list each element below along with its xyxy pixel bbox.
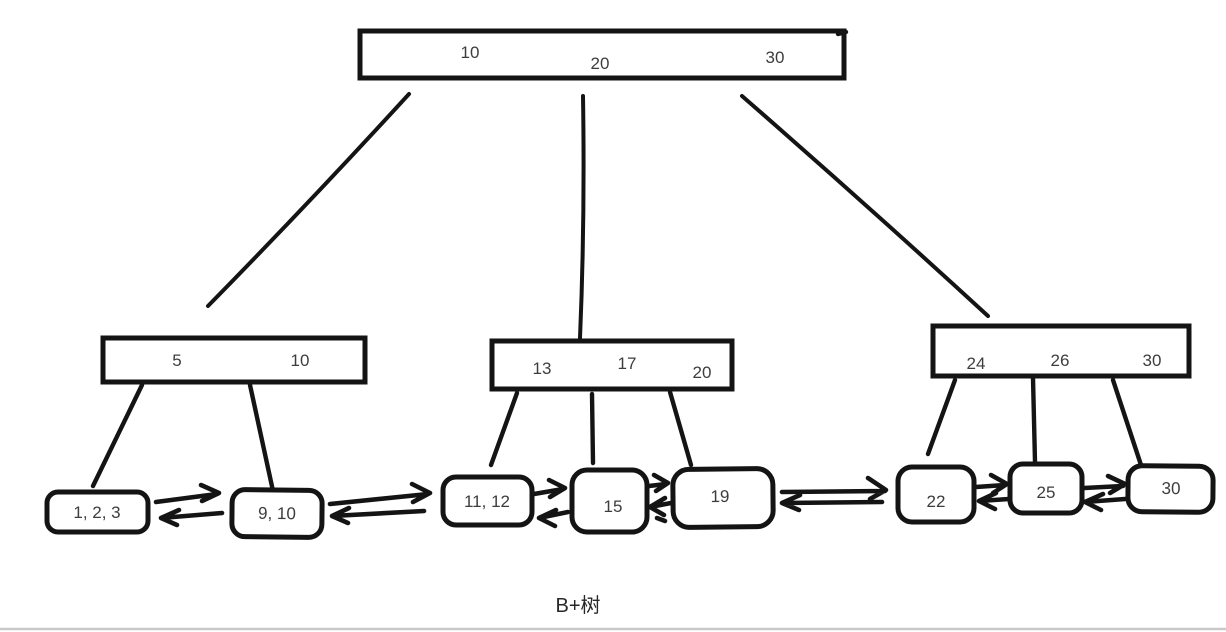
leaf-box (1125, 463, 1216, 515)
internal-edges (90, 375, 1144, 494)
diagram-caption: B+树 (555, 594, 600, 617)
internal-key: 30 (1143, 351, 1162, 370)
edge-middle-internal-to-leaf-19 (667, 389, 694, 468)
root-node: 10 20 30 (357, 28, 849, 81)
leaf-link-arrow-left-7 (1082, 491, 1128, 513)
edge-middle-internal-to-leaf-15 (589, 391, 596, 466)
edge-left-internal-to-leaf-910 (247, 382, 276, 494)
root-node-box (357, 28, 847, 81)
internal-node-left: 5 10 (100, 335, 368, 385)
internal-key: 24 (967, 354, 986, 373)
root-key: 30 (766, 48, 785, 67)
leaf-link-arrow-left-6 (976, 490, 1012, 512)
leaf-label: 19 (710, 487, 729, 506)
leaf-link-arrow-left-2 (329, 505, 427, 526)
leaf-link-arrow-left-1 (158, 507, 225, 528)
leaf-label: 22 (927, 492, 946, 511)
edge-right-internal-to-leaf-25 (1030, 375, 1038, 465)
leaf-node-15: 15 (569, 467, 650, 535)
edge-right-internal-to-leaf-22 (925, 377, 958, 457)
leaf-link-arrow-right-5 (779, 475, 889, 502)
edge-root-to-right-internal (740, 94, 990, 318)
stray-pen-mark (654, 515, 668, 524)
internal-key: 26 (1051, 351, 1070, 370)
leaf-label: 11, 12 (464, 492, 510, 511)
leaf-nodes: 1, 2, 3 9, 10 11, 12 15 19 22 (44, 461, 1216, 540)
root-node-pen-overshoot (835, 29, 849, 37)
internal-node-right-box (930, 323, 1192, 379)
leaf-link-arrow-left-5 (779, 492, 885, 513)
internal-key: 13 (533, 359, 552, 378)
edge-left-internal-to-leaf-123 (90, 382, 145, 489)
leaf-label: 15 (604, 497, 623, 516)
leaf-link-arrow-right-6 (973, 472, 1010, 496)
leaf-link-arrow-right-1 (153, 482, 222, 505)
leaf-box (229, 487, 325, 540)
leaf-link-arrows (153, 472, 1128, 529)
leaf-node-19: 19 (670, 466, 776, 530)
edge-root-to-middle-internal (578, 94, 586, 340)
leaf-node-1112: 11, 12 (440, 474, 535, 528)
leaf-label: 9, 10 (258, 504, 296, 523)
leaf-box (670, 466, 776, 530)
leaf-link-arrow-right-7 (1081, 473, 1128, 496)
root-edges (206, 92, 990, 340)
leaf-node-30: 30 (1125, 463, 1216, 515)
internal-key: 5 (172, 351, 181, 370)
leaf-node-123: 1, 2, 3 (44, 489, 151, 535)
edge-root-to-left-internal (206, 92, 411, 308)
leaf-link-arrow-left-4 (647, 495, 674, 518)
leaf-label: 25 (1037, 483, 1056, 502)
leaf-node-910: 9, 10 (229, 487, 325, 540)
leaf-box (440, 474, 535, 528)
leaf-box (895, 464, 977, 525)
edge-middle-internal-to-leaf-1112 (488, 390, 520, 468)
leaf-label: 30 (1161, 479, 1180, 498)
leaf-node-22: 22 (895, 464, 977, 525)
internal-node-middle-box (489, 338, 735, 392)
leaf-link-arrow-right-4 (646, 472, 671, 494)
leaf-link-arrow-left-3 (536, 507, 571, 529)
internal-node-middle: 13 17 20 (489, 338, 735, 392)
leaf-link-arrow-right-2 (327, 481, 433, 507)
leaf-label: 1, 2, 3 (73, 503, 120, 522)
root-key: 10 (461, 43, 480, 62)
leaf-node-25: 25 (1007, 461, 1085, 516)
leaf-box (44, 489, 151, 535)
internal-key: 10 (291, 351, 310, 370)
leaf-link-arrow-right-3 (531, 477, 568, 500)
internal-node-right: 24 26 30 (930, 323, 1192, 379)
edge-right-internal-to-leaf-30 (1110, 377, 1144, 468)
internal-key: 17 (618, 354, 637, 373)
internal-node-left-box (100, 335, 368, 385)
internal-key: 20 (693, 363, 712, 382)
leaf-box (569, 467, 650, 535)
root-key: 20 (591, 54, 610, 73)
